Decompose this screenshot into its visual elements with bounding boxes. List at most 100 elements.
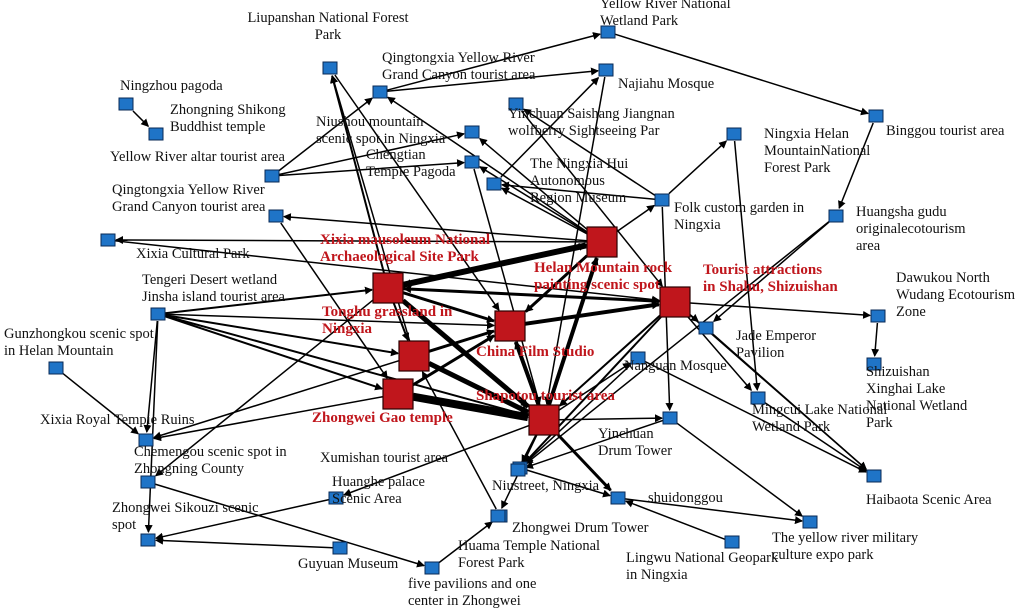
node-nanguan xyxy=(630,351,646,365)
label-guyuan: Guyuan Museum xyxy=(298,556,399,572)
edge-yinchuan_drum-to-niustreet xyxy=(524,419,664,469)
edge-huanghe_palace-to-zhongwei_sikouzi xyxy=(155,498,330,541)
node-yinchuan-drum xyxy=(662,411,678,425)
edge-shahu-to-xixia_mausoleum xyxy=(403,285,661,303)
edge-nanguan-to-niustreet xyxy=(524,363,632,464)
label-line: Zhongning County xyxy=(134,461,245,477)
node-zhongning-shikong xyxy=(148,127,164,141)
edge-tengeri-to-zhongwei_sikouzi xyxy=(144,320,159,533)
edge-huangsha_gudu-to-niustreet xyxy=(525,221,830,465)
node-chengtian xyxy=(464,155,480,169)
label-line: Zhongwei Gao temple xyxy=(312,410,453,426)
label-line: Tengeri Desert wetland xyxy=(142,272,278,288)
node-jade-emperor xyxy=(698,321,714,335)
node-dawukou xyxy=(870,309,886,323)
label-line: painting scenic spot xyxy=(534,277,660,293)
label-line: National Wetland xyxy=(866,398,968,414)
label-line: Ningxia Helan xyxy=(764,126,850,142)
label-line: Guyuan Museum xyxy=(298,556,399,572)
edge-ningzhou_pagoda-to-zhongning_shikong xyxy=(132,110,150,128)
edge-folk_custom-to-yinchuan_saishang xyxy=(522,108,656,197)
edge-yinchuan_drum-to-yellow_river_military xyxy=(676,422,804,517)
label-line: Forest Park xyxy=(764,160,831,176)
edge-ningxia_helan-to-mingcui xyxy=(733,140,761,391)
label-line: Archaeological Site Park xyxy=(320,249,480,265)
node-folk-custom xyxy=(654,193,670,207)
edge-tengeri-to-china_film xyxy=(164,313,495,330)
node-shapotou xyxy=(528,404,560,436)
edge-helan_rock-to-niushou xyxy=(479,137,588,230)
label-line: Wetland Park xyxy=(752,419,831,435)
node-liupanshan xyxy=(322,61,338,75)
node-zhongwei-sikouzi xyxy=(140,533,156,547)
edge-folk_custom-to-ningxia_helan xyxy=(668,140,728,195)
edge-yinchuan_saishang-to-shahu xyxy=(521,110,663,287)
edge-helan_rock-to-xixia_cultural xyxy=(115,236,588,245)
label-line: Lingwu National Geopark xyxy=(626,550,779,566)
label-najiahu: Najiahu Mosque xyxy=(618,76,714,92)
edge-guyuan-to-zhongwei_sikouzi xyxy=(155,536,334,549)
edge-shapotou-to-helan_rock xyxy=(546,257,599,406)
edge-qingtongxia_canyon_top-to-yellow_river_wetland xyxy=(386,32,601,91)
node-layer xyxy=(48,25,886,575)
label-line: Xumishan tourist area xyxy=(320,450,449,466)
node-five-pavilions xyxy=(424,561,440,575)
edge-helan_rock-to-china_film xyxy=(524,254,589,313)
label-xixia-cultural: Xixia Cultural Park xyxy=(136,246,250,262)
edge-yellow_river_altar-to-qingtongxia_canyon_top xyxy=(278,97,373,172)
node-china-film xyxy=(494,310,526,342)
label-line: Huangsha gudu xyxy=(856,204,947,220)
label-line: Xixia mausoleum National xyxy=(320,232,490,248)
label-line: Autonomous xyxy=(530,173,605,189)
label-line: Binggou tourist area xyxy=(886,123,1005,139)
label-line: Buddhist temple xyxy=(170,119,265,135)
node-lingwu xyxy=(724,535,740,549)
node-huangsha-gudu xyxy=(828,209,844,223)
label-line: Wetland Park xyxy=(600,13,679,29)
label-line: Park xyxy=(866,415,893,431)
edge-tengeri-to-tonghu xyxy=(164,314,399,357)
edge-layer xyxy=(62,32,880,568)
edge-helan_rock-to-ningxia_museum xyxy=(501,187,588,235)
node-huama xyxy=(490,509,506,523)
edge-yellow_river_altar-to-chengtian xyxy=(278,159,465,177)
label-line: Yellow River National xyxy=(600,0,731,12)
label-line: Ningxia xyxy=(322,321,373,337)
edge-xixia_mausoleum-to-liupanshan xyxy=(330,75,385,274)
label-haibaota: Haibaota Scenic Area xyxy=(866,492,992,508)
node-yellow-river-altar xyxy=(264,169,280,183)
node-niustreet xyxy=(510,463,526,477)
edge-five_pavilions-to-zhongwei_drum xyxy=(438,521,493,564)
label-line: Jinsha island tourist area xyxy=(142,289,286,305)
edge-mingcui-to-haibaota xyxy=(764,402,868,472)
label-line: Qingtongxia Yellow River xyxy=(382,50,535,66)
node-qingtongxia-canyon-left xyxy=(268,209,284,223)
edge-shahu-to-dawukou xyxy=(689,302,871,319)
label-line: Najiahu Mosque xyxy=(618,76,714,92)
label-binggou: Binggou tourist area xyxy=(886,123,1005,139)
node-shuidonggou xyxy=(610,491,626,505)
label-line: MountainNational xyxy=(764,143,870,159)
node-tonghu xyxy=(398,340,430,372)
label-line: shuidonggou xyxy=(648,490,723,506)
edge-shapotou-to-china_film xyxy=(513,340,541,406)
label-shuidonggou: shuidonggou xyxy=(648,490,723,506)
label-line: Gunzhongkou scenic spot xyxy=(4,326,154,342)
node-qingtongxia-canyon-top xyxy=(372,85,388,99)
label-line: Temple Pagoda xyxy=(366,164,456,180)
label-line: scenic spot in Ningxia xyxy=(316,131,446,147)
label-line: The yellow river military xyxy=(772,530,919,546)
label-line: Ningzhou pagoda xyxy=(120,78,223,94)
